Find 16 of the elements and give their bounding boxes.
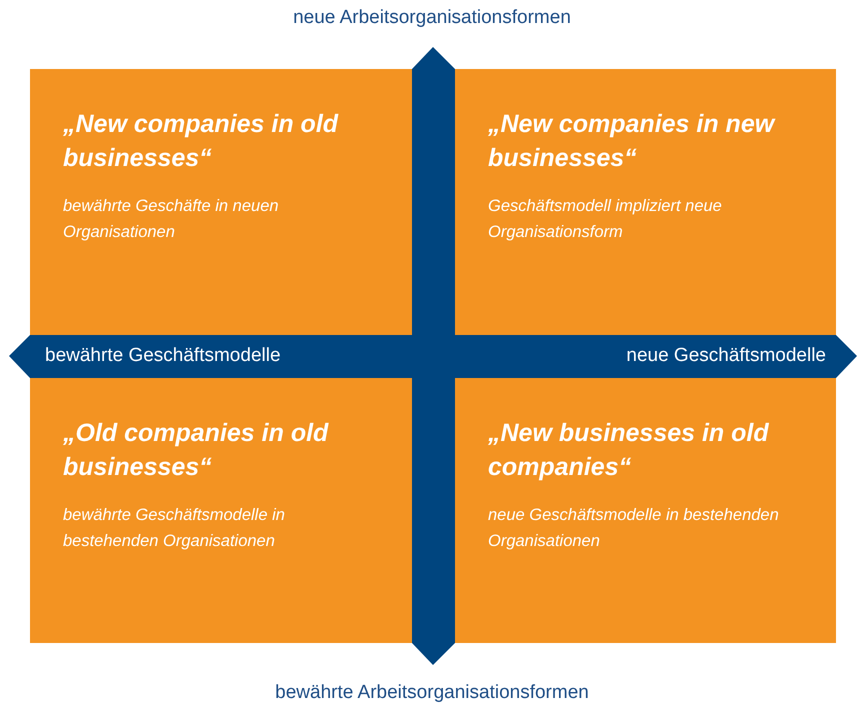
quadrant-heading: „New businesses in old companies“ [488, 418, 770, 483]
quadrant-box [30, 69, 412, 335]
quadrant-heading: „New companies in new businesses“ [488, 109, 776, 174]
quadrant-description: bewährte Geschäfte in neuen Organisationen [63, 196, 280, 243]
quadrant-box [455, 378, 836, 643]
quadrant-description: bewährte Geschäftsmodelle in bestehenden Organisationen [63, 505, 286, 552]
quadrant-description: neue Geschäftsmodelle in bestehenden Organisationen [488, 505, 780, 552]
quadrant-heading: „New companies in old businesses“ [63, 109, 340, 174]
axis-label: bewährte Arbeitsorganisationsformen [275, 681, 589, 705]
axis-label: neue Geschäftsmodelle [626, 344, 826, 368]
quadrant-heading: „Old companies in old businesses“ [63, 418, 330, 483]
axis-label: bewährte Geschäftsmodelle [45, 344, 281, 368]
quadrant-description: Geschäftsmodell impliziert neue Organisationsform [488, 196, 723, 243]
quadrant-box [455, 69, 836, 335]
quadrant-box [30, 378, 412, 643]
axis-label: neue Arbeitsorganisationsformen [293, 6, 571, 30]
